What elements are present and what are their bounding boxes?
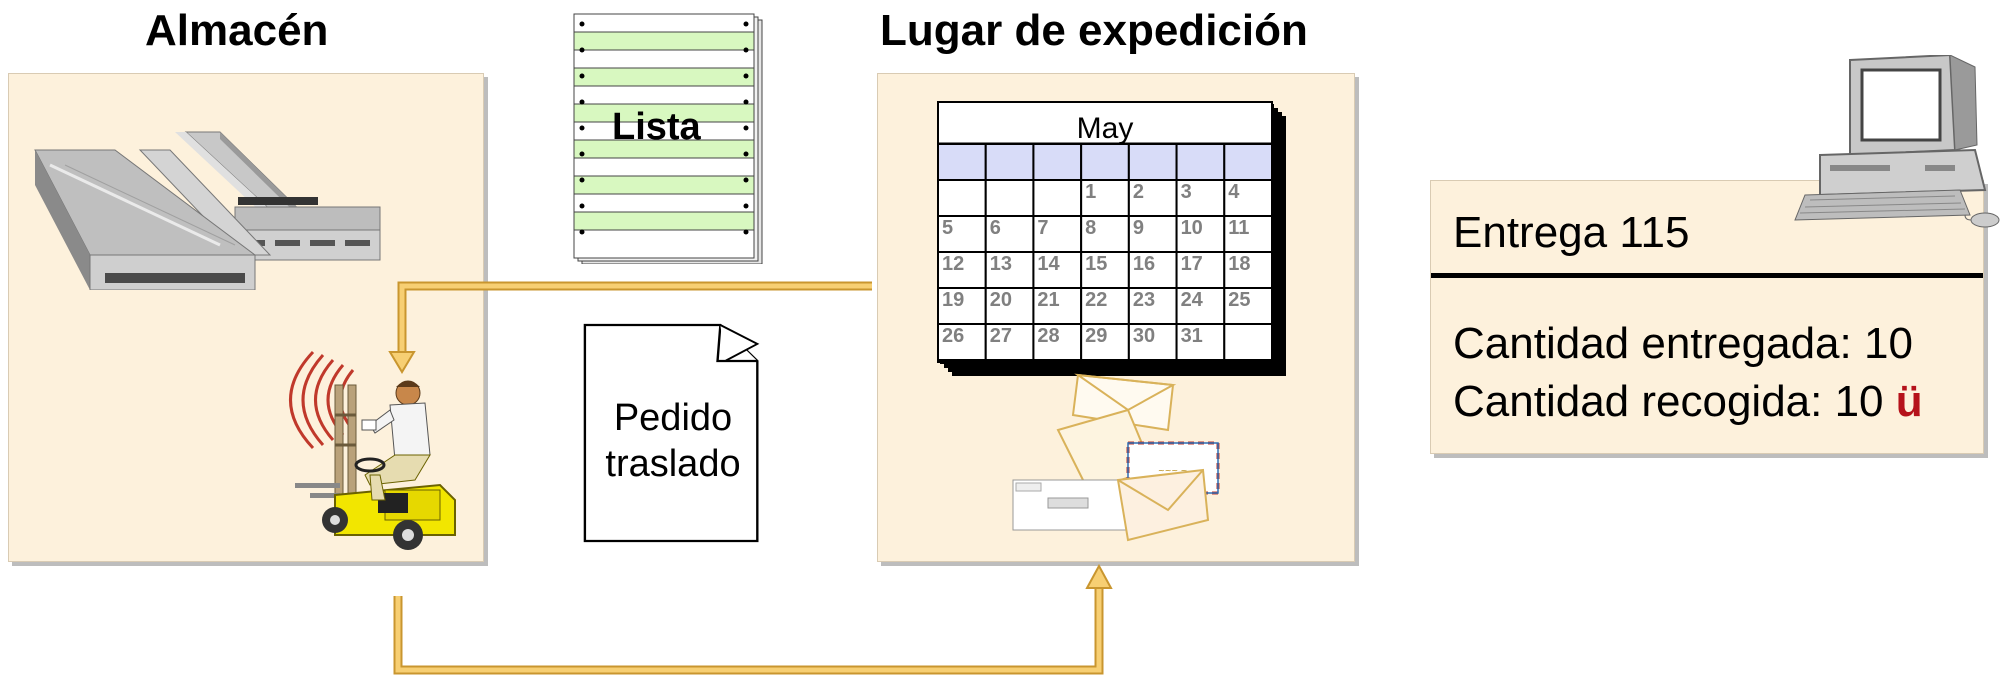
calendar-day: 16	[1133, 253, 1155, 275]
calendar-cell	[1127, 215, 1178, 253]
calendar-day: 5	[942, 217, 953, 239]
calendar-cell	[1223, 179, 1273, 217]
calendar-day: 15	[1085, 253, 1107, 275]
calendar-cell	[984, 179, 1035, 217]
calendar-cell	[1175, 323, 1226, 361]
check-mark-icon: ü	[1895, 377, 1923, 426]
calendar-cell	[1080, 251, 1130, 289]
calendar-cell	[984, 323, 1035, 361]
calendar-cell	[1032, 179, 1083, 217]
calendar-cell	[937, 287, 987, 325]
calendar-cell	[1223, 215, 1273, 253]
calendar-day: 26	[942, 325, 964, 347]
calendar-day: 18	[1228, 253, 1250, 275]
calendar-cell	[1032, 287, 1083, 325]
order-doc-line1: Pedido	[613, 397, 733, 439]
list-label: Lista	[612, 106, 701, 148]
calendar-day: 22	[1085, 289, 1107, 311]
calendar-day: 24	[1181, 289, 1204, 311]
calendar-header-cell	[1080, 143, 1130, 181]
calendar-cell	[1175, 215, 1226, 253]
shipping-point-title: Lugar de expedición	[880, 6, 1308, 55]
calendar-cell	[1080, 323, 1130, 361]
calendar-cell	[1127, 287, 1178, 325]
delivery-title: Entrega 115	[1453, 208, 1690, 257]
calendar-header-cell	[1175, 143, 1226, 181]
calendar-day: 1	[1085, 181, 1096, 203]
calendar-day: 28	[1037, 325, 1059, 347]
calendar-day: 3	[1181, 181, 1192, 203]
order-doc-line2: traslado	[605, 443, 741, 485]
calendar-day: 10	[1181, 217, 1203, 239]
calendar-day: 2	[1133, 181, 1144, 203]
calendar-cell	[1032, 251, 1083, 289]
calendar-day: 9	[1133, 217, 1144, 239]
calendar-day: 31	[1181, 325, 1203, 347]
calendar-cell	[1223, 287, 1273, 325]
calendar-cell	[1127, 179, 1178, 217]
calendar-cell	[1032, 215, 1083, 253]
calendar-cell	[1080, 287, 1130, 325]
calendar-day: 7	[1037, 217, 1048, 239]
delivery-info-box: Entrega 115 Cantidad entregada: 10 Canti…	[1430, 180, 1984, 454]
calendar-day: 12	[942, 253, 964, 275]
calendar-header-cell	[984, 143, 1035, 181]
calendar-day: 4	[1228, 181, 1240, 203]
calendar-cell	[937, 179, 987, 217]
calendar-day: 25	[1228, 289, 1250, 311]
calendar-day: 21	[1037, 289, 1059, 311]
calendar-header-cell	[1032, 143, 1083, 181]
qty-picked-row: Cantidad recogida: 10 ü	[1453, 377, 1923, 427]
calendar-day: 27	[990, 325, 1012, 347]
qty-delivered: Cantidad entregada: 10	[1453, 319, 1913, 368]
calendar-cell	[984, 251, 1035, 289]
warehouse-racks-icon	[34, 131, 381, 290]
envelopes-icon: ~~~ ~	[1012, 373, 1220, 542]
warehouse-title: Almacén	[145, 6, 329, 55]
calendar-day: 11	[1228, 217, 1249, 239]
calendar-day: 19	[942, 289, 964, 311]
forklift-worker-icon	[295, 380, 456, 550]
calendar-header-cell	[937, 143, 987, 181]
svg-text:~~~ ~: ~~~ ~	[1158, 466, 1187, 475]
list-paper-icon	[573, 13, 763, 264]
calendar-header-cell	[1127, 143, 1178, 181]
calendar-cell	[1032, 323, 1083, 361]
delivery-divider	[1431, 273, 1983, 278]
calendar-day: 8	[1085, 217, 1096, 239]
calendar-day: 20	[990, 289, 1012, 311]
calendar-day: 30	[1133, 325, 1155, 347]
calendar-day: 6	[990, 217, 1001, 239]
qty-picked: Cantidad recogida: 10	[1453, 377, 1884, 426]
calendar-cell	[1223, 251, 1273, 289]
calendar-month: May	[1077, 112, 1134, 145]
calendar-day: 29	[1085, 325, 1107, 347]
calendar-cell	[1223, 323, 1273, 361]
calendar-cell	[1175, 251, 1226, 289]
arrow-to-shipping	[393, 582, 1104, 675]
computer-icon	[1794, 55, 2000, 228]
radio-waves-icon	[289, 350, 355, 450]
calendar-day: 13	[990, 253, 1012, 275]
order-document-icon	[583, 323, 760, 543]
calendar-day: 23	[1133, 289, 1155, 311]
calendar-day: 14	[1037, 253, 1060, 275]
calendar-day: 17	[1181, 253, 1203, 275]
calendar-header-cell	[1223, 143, 1273, 181]
